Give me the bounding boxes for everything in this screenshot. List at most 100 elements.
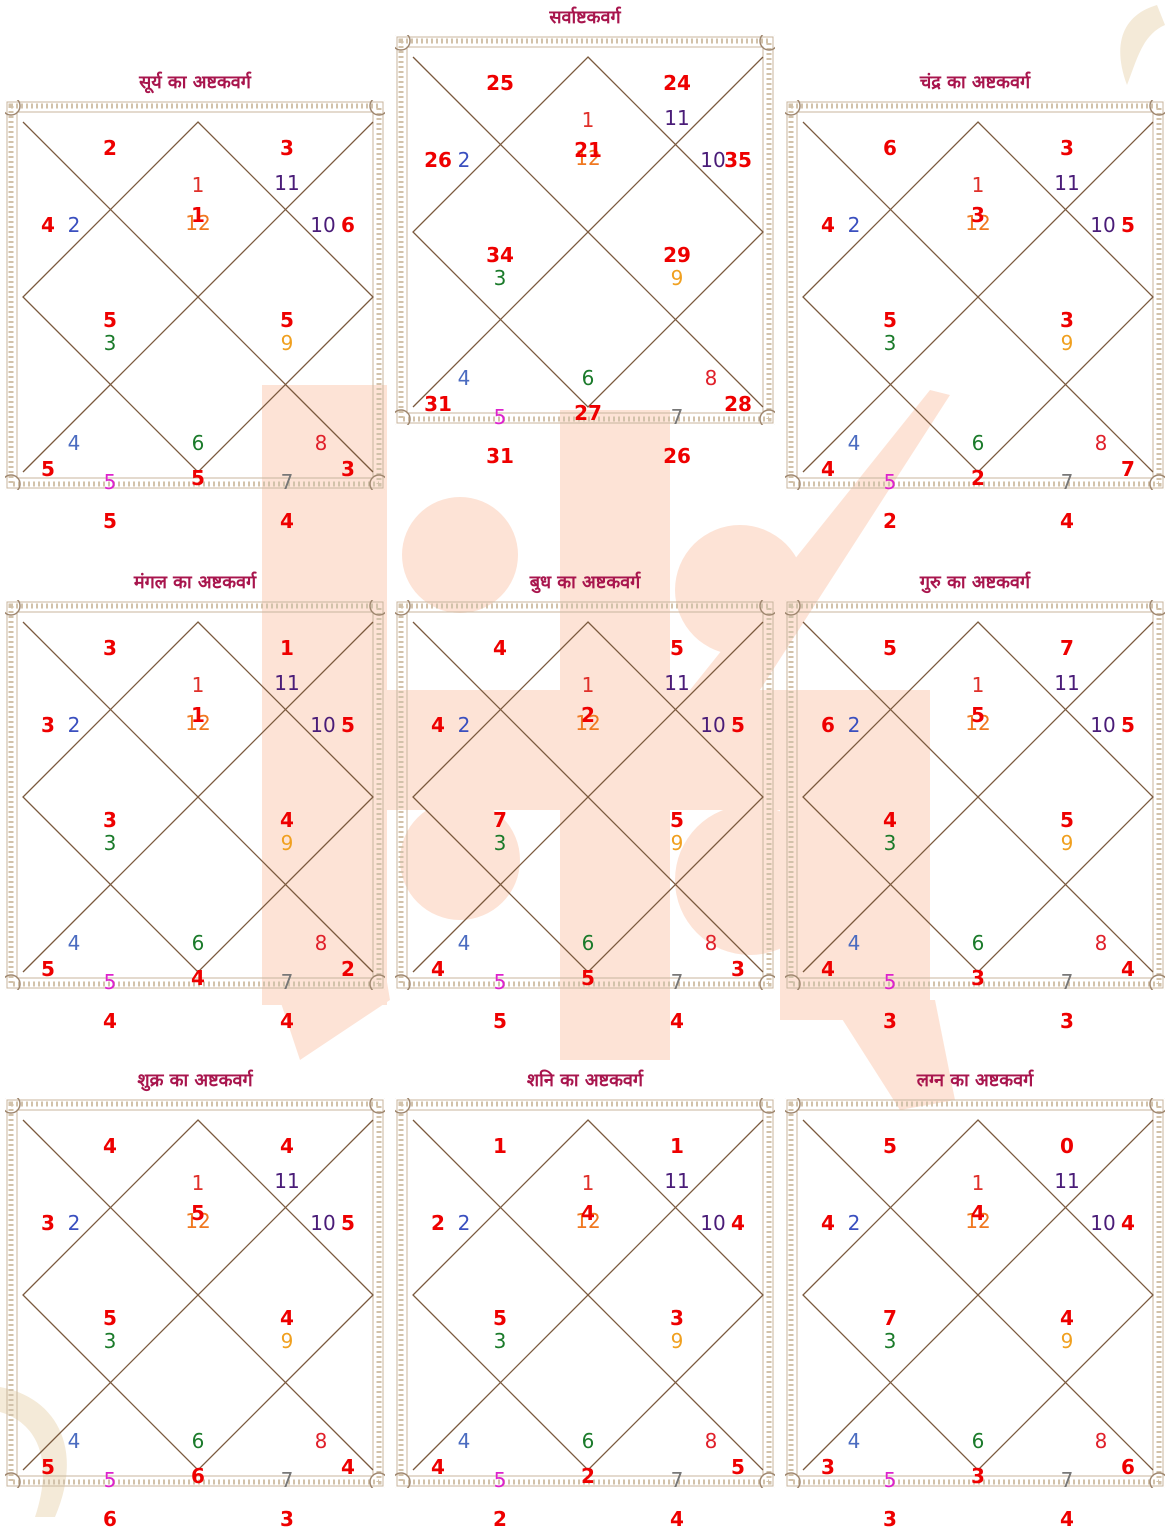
house-number-5: 5 (104, 472, 117, 492)
points-house-2: 4 (41, 215, 55, 235)
kundli-box: 123456789101112534566344545 (5, 1098, 385, 1488)
points-house-9: 7 (1060, 638, 1074, 658)
points-house-11: 29 (663, 245, 691, 265)
house-number-5: 5 (884, 1470, 897, 1490)
house-number-2: 2 (458, 150, 471, 170)
house-number-8: 8 (315, 1431, 328, 1451)
points-house-1: 3 (971, 205, 985, 225)
points-house-10: 35 (724, 150, 752, 170)
points-house-4: 3 (821, 1457, 835, 1477)
house-number-3: 3 (104, 333, 117, 353)
points-house-8: 4 (341, 1457, 355, 1477)
house-number-9: 9 (281, 833, 294, 853)
house-number-3: 3 (884, 333, 897, 353)
points-house-3: 5 (883, 638, 897, 658)
house-number-4: 4 (458, 368, 471, 388)
points-house-10: 5 (1121, 215, 1135, 235)
points-house-10: 4 (1121, 1213, 1135, 1233)
points-house-8: 4 (1121, 959, 1135, 979)
frame-inner (407, 1110, 763, 1476)
points-house-1: 2 (581, 705, 595, 725)
house-number-6: 6 (972, 933, 985, 953)
points-house-5: 2 (493, 1509, 507, 1529)
house-number-7: 7 (671, 407, 684, 427)
points-house-12: 5 (103, 310, 117, 330)
points-house-1: 1 (191, 705, 205, 725)
house-number-7: 7 (1061, 1470, 1074, 1490)
points-house-10: 5 (1121, 715, 1135, 735)
points-house-3: 6 (883, 138, 897, 158)
points-house-6: 3 (971, 968, 985, 988)
house-number-10: 10 (700, 150, 725, 170)
house-number-3: 3 (494, 268, 507, 288)
points-house-7: 4 (1060, 1509, 1074, 1529)
house-number-10: 10 (310, 715, 335, 735)
frame-ornament (11, 606, 379, 984)
kundli-box: 123456789101112142555433655 (5, 100, 385, 490)
house-number-2: 2 (458, 1213, 471, 1233)
house-number-5: 5 (494, 972, 507, 992)
house-number-6: 6 (192, 933, 205, 953)
points-house-9: 3 (280, 138, 294, 158)
points-house-10: 5 (341, 1213, 355, 1233)
house-number-3: 3 (104, 1331, 117, 1351)
points-house-9: 1 (670, 1136, 684, 1156)
points-house-2: 2 (431, 1213, 445, 1233)
points-house-4: 5 (41, 459, 55, 479)
points-house-1: 5 (971, 705, 985, 725)
points-house-5: 5 (103, 511, 117, 531)
points-house-8: 2 (341, 959, 355, 979)
points-house-6: 4 (191, 968, 205, 988)
points-house-12: 5 (103, 1308, 117, 1328)
house-number-2: 2 (68, 215, 81, 235)
house-number-11: 11 (274, 173, 299, 193)
house-number-10: 10 (1090, 215, 1115, 235)
points-house-7: 4 (1060, 511, 1074, 531)
points-house-12: 4 (883, 810, 897, 830)
points-house-6: 5 (581, 968, 595, 988)
frame-inner (407, 612, 763, 978)
house-number-1: 1 (582, 1173, 595, 1193)
points-house-6: 5 (191, 468, 205, 488)
house-number-10: 10 (310, 1213, 335, 1233)
points-house-5: 31 (486, 446, 514, 466)
shukra-ashtakavarga-chart: शुक्र का अष्टकवर्ग 123456789101112534566… (5, 1068, 385, 1488)
frame-inner (797, 112, 1153, 478)
house-number-8: 8 (705, 1431, 718, 1451)
points-house-7: 4 (280, 1011, 294, 1031)
points-house-4: 5 (41, 959, 55, 979)
frame-ornament (401, 606, 769, 984)
points-house-3: 25 (486, 73, 514, 93)
house-number-9: 9 (281, 1331, 294, 1351)
points-house-2: 6 (821, 715, 835, 735)
house-number-7: 7 (671, 972, 684, 992)
house-number-7: 7 (281, 972, 294, 992)
house-number-10: 10 (700, 715, 725, 735)
points-house-9: 0 (1060, 1136, 1074, 1156)
house-number-5: 5 (884, 472, 897, 492)
house-number-5: 5 (494, 1470, 507, 1490)
house-number-3: 3 (104, 833, 117, 853)
mangal-ashtakavarga-chart: मंगल का अष्टकवर्ग 1234567891011121335444… (5, 570, 385, 990)
points-house-3: 5 (883, 1136, 897, 1156)
house-number-9: 9 (1061, 1331, 1074, 1351)
house-number-4: 4 (848, 1431, 861, 1451)
house-number-4: 4 (68, 433, 81, 453)
frame-inner (407, 47, 763, 413)
house-number-6: 6 (582, 933, 595, 953)
house-number-2: 2 (68, 1213, 81, 1233)
house-number-11: 11 (1054, 173, 1079, 193)
points-house-5: 5 (493, 1011, 507, 1031)
points-house-9: 3 (1060, 138, 1074, 158)
house-number-10: 10 (1090, 715, 1115, 735)
house-number-1: 1 (192, 1173, 205, 1193)
house-number-8: 8 (1095, 933, 1108, 953)
frame-inner (797, 1110, 1153, 1476)
points-house-2: 3 (41, 1213, 55, 1233)
house-number-1: 1 (972, 675, 985, 695)
points-house-8: 28 (724, 394, 752, 414)
house-number-10: 10 (1090, 1213, 1115, 1233)
lagna-ashtakavarga-chart: लग्न का अष्टकवर्ग 1234567891011124453334… (785, 1068, 1165, 1488)
